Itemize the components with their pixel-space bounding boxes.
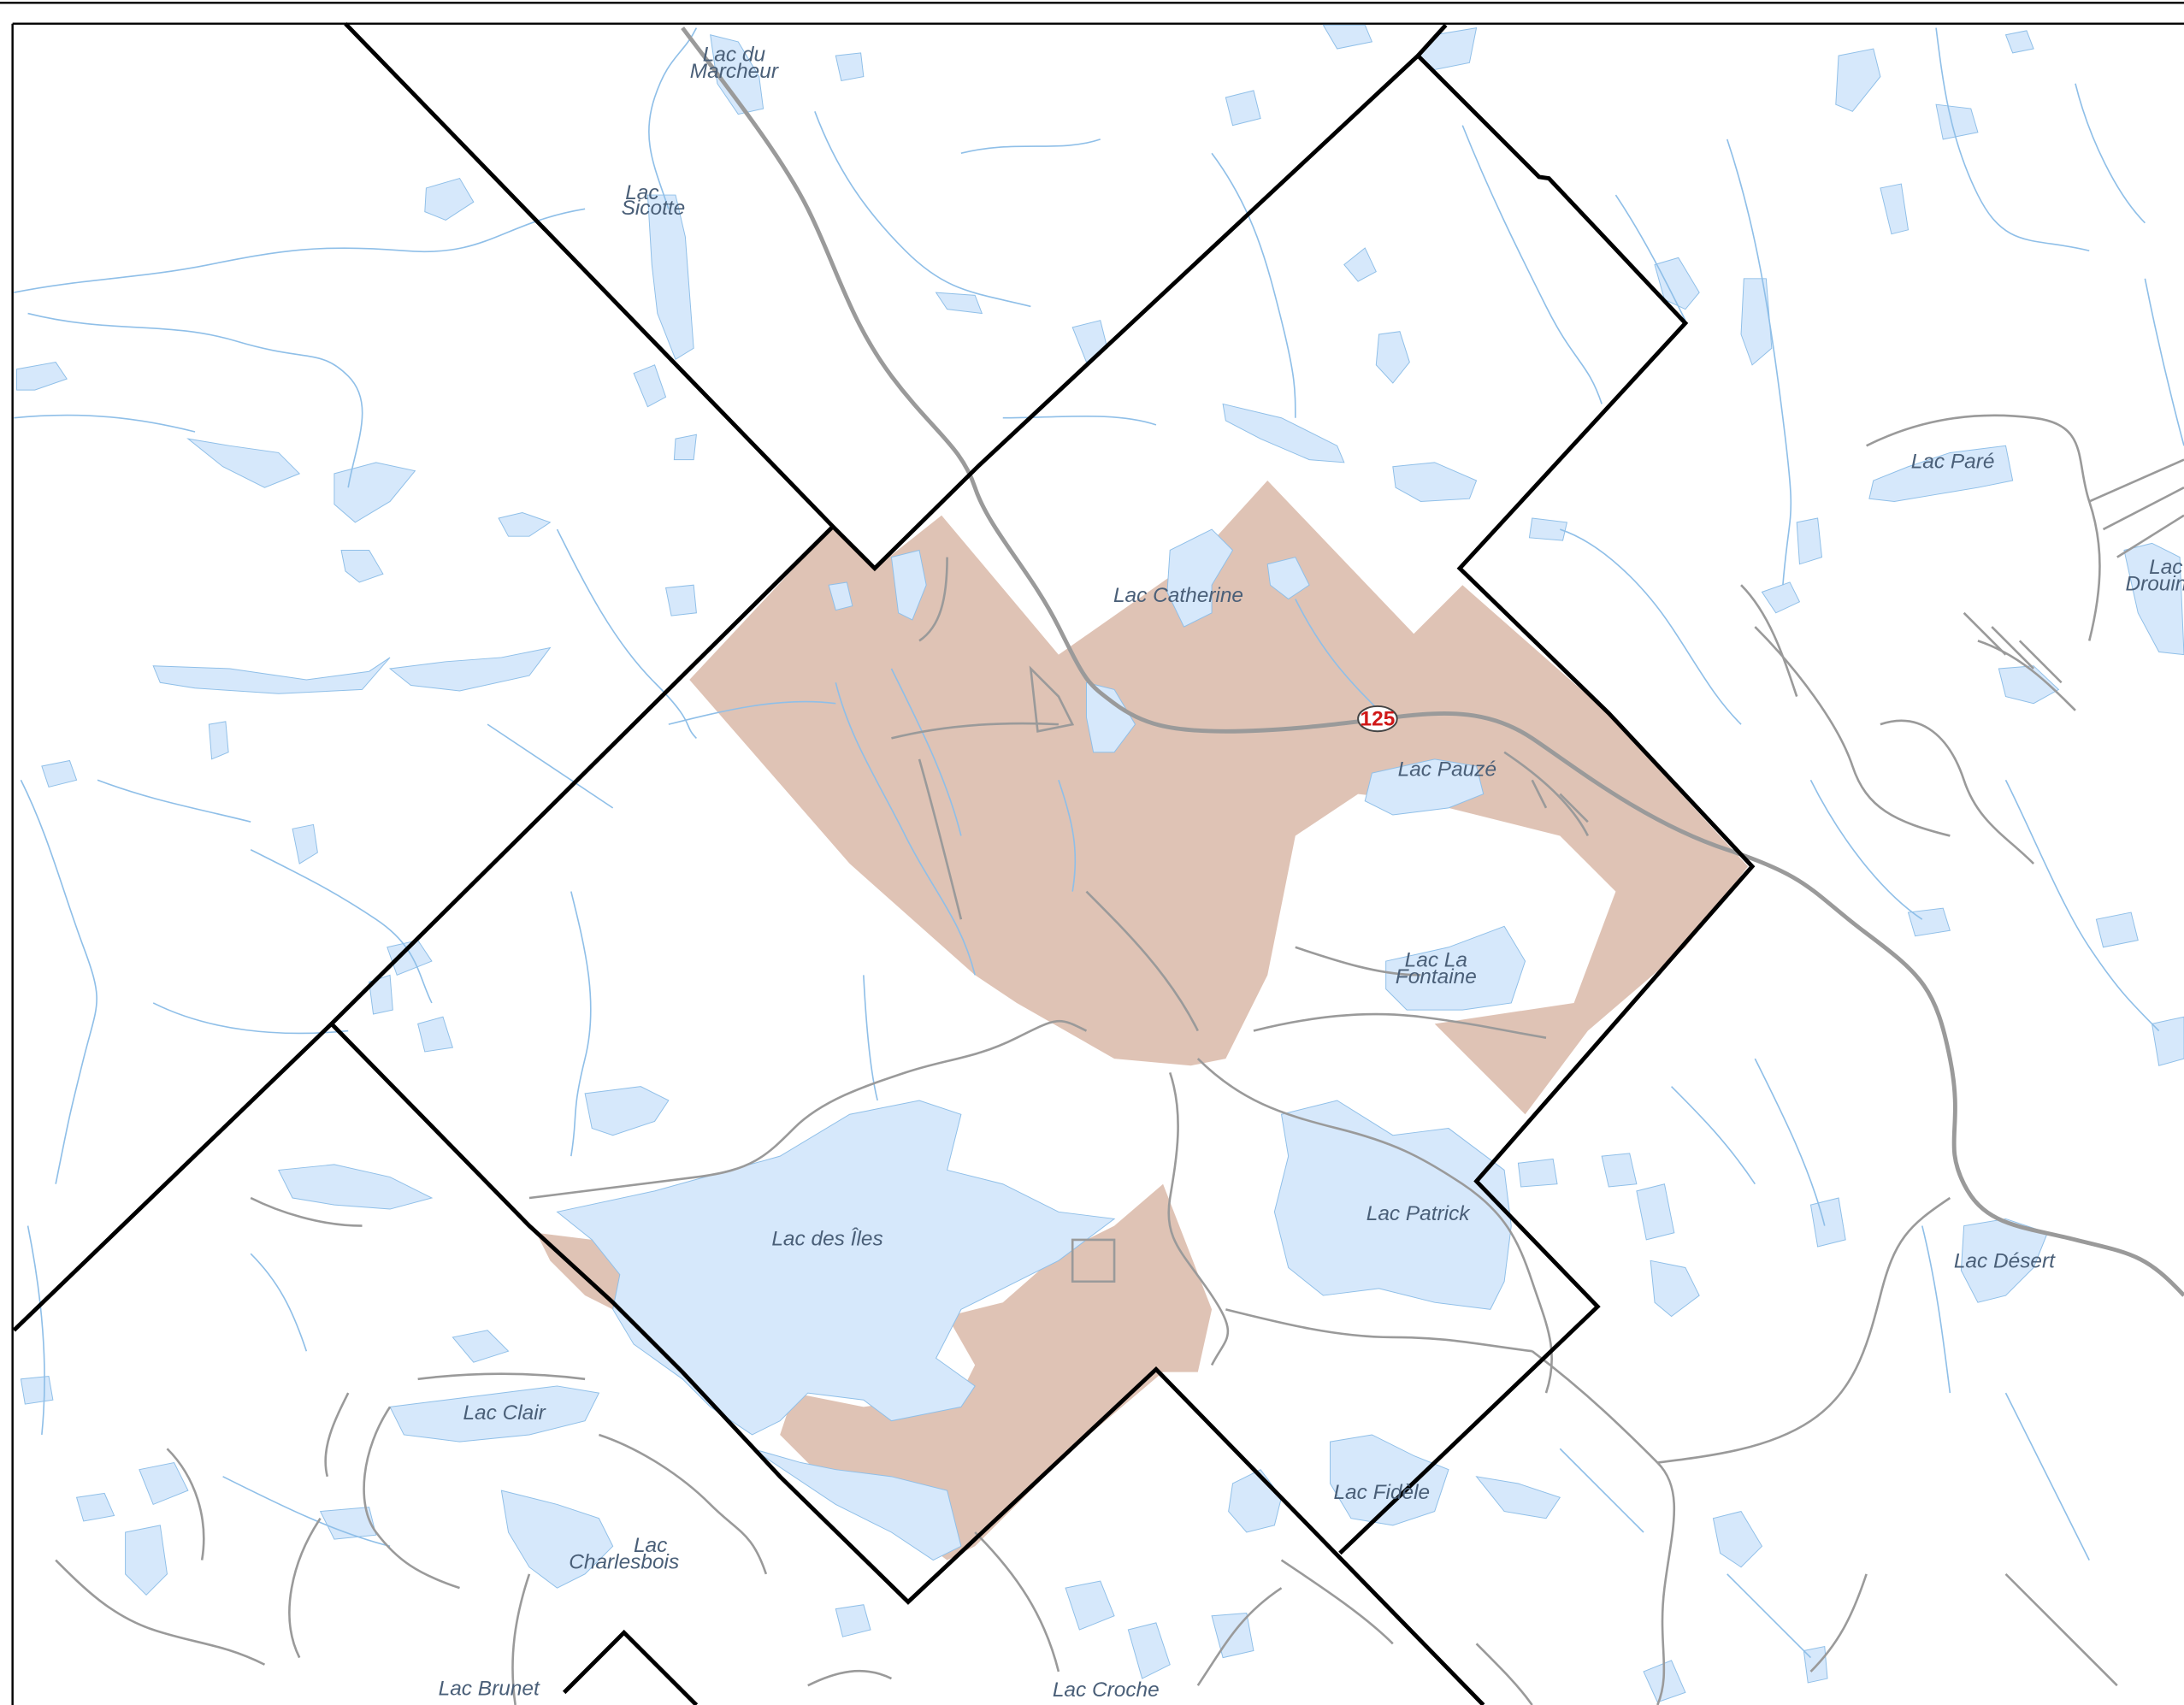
route-125-shield-label: 125	[1361, 708, 1396, 731]
label-lac-croche: Lac Croche	[1053, 1678, 1160, 1702]
label-lac-catherine: Lac Catherine	[1113, 584, 1243, 607]
lake-fidele	[1330, 1434, 1449, 1526]
label-lac-la-fontaine-line2: Fontaine	[1396, 965, 1477, 988]
lake-patrick	[1273, 1100, 1512, 1310]
lake-du-marcheur	[710, 34, 764, 115]
lake-clair	[389, 1385, 600, 1442]
label-lac-sicotte-line1: Lac	[625, 181, 658, 204]
label-lac-clair: Lac Clair	[463, 1401, 546, 1425]
lake-sicotte	[646, 194, 694, 361]
label-lac-charlesbois-line2: Charlesbois	[569, 1550, 679, 1573]
lake-desert	[1960, 1218, 2049, 1303]
label-lac-du-marcheur-line2: Marcheur	[690, 60, 779, 83]
lake-des-iles	[556, 1100, 1116, 1436]
label-lac-la-fontaine-line1: Lac La	[1405, 949, 1467, 972]
route-125-shield: 125	[1357, 705, 1398, 733]
label-lac-fidele: Lac Fidèle	[1333, 1481, 1430, 1504]
streams	[14, 27, 2184, 1659]
lake-la-fontaine	[1385, 925, 1526, 1011]
lake-drouin	[2123, 542, 2184, 656]
label-lac-charlesbois-line1: Lac	[634, 1534, 667, 1557]
label-lac-pauze: Lac Pauzé	[1398, 758, 1496, 781]
label-lac-des-iles: Lac des Îles	[771, 1227, 882, 1250]
label-lac-drouin-line2: Drouin	[2125, 573, 2184, 596]
boundary-lines	[12, 21, 1756, 1705]
lake-catherine	[1166, 528, 1234, 628]
label-lac-drouin-line1: Lac	[2149, 556, 2182, 579]
label-lac-du-marcheur-line1: Lac du	[703, 44, 766, 67]
lake-pauze	[1364, 758, 1485, 816]
label-lac-brunet: Lac Brunet	[439, 1678, 540, 1701]
label-lac-desert: Lac Désert	[1954, 1249, 2056, 1272]
label-lac-pare: Lac Paré	[1911, 450, 1995, 473]
lake-labels: Lac du Marcheur Lac Sicotte Lac Catherin…	[439, 44, 2184, 1702]
label-lac-patrick: Lac Patrick	[1366, 1202, 1472, 1225]
lake-pare	[1868, 445, 2014, 502]
lake-charlesbois	[500, 1490, 614, 1589]
top-margin	[0, 0, 2184, 24]
label-lac-sicotte-line2: Sicotte	[622, 197, 686, 220]
